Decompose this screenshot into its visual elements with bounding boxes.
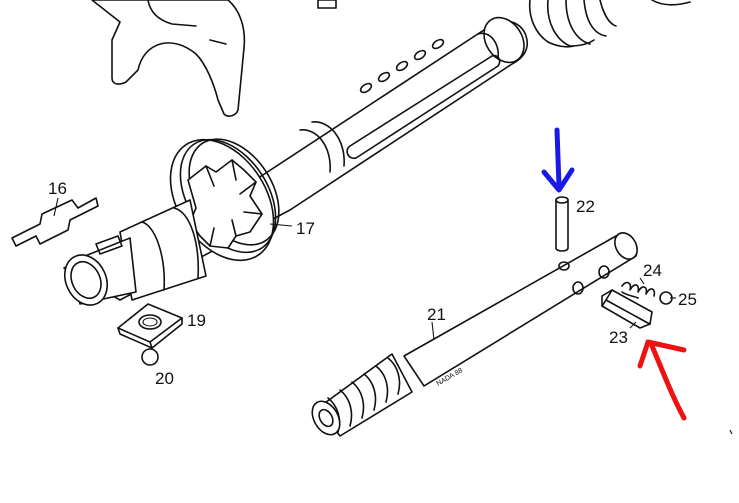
- label-19: 19: [187, 311, 206, 330]
- leader-24: [639, 277, 645, 285]
- label-20: 20: [155, 369, 174, 388]
- label-23: 23: [609, 328, 628, 347]
- retaining-ring: [651, 0, 691, 6]
- part-23-plunger: [601, 289, 653, 329]
- part-21-selector-shaft: NADA 88: [311, 232, 638, 437]
- speck: [729, 429, 733, 435]
- part-24-spring: [621, 281, 656, 299]
- label-22: 22: [576, 197, 595, 216]
- shift-fork: [91, 0, 337, 117]
- part-22-pin: [555, 196, 569, 252]
- leader-21: [431, 321, 435, 341]
- main-shaft: [63, 16, 528, 306]
- label-17: 17: [296, 219, 315, 238]
- leader-16: [53, 197, 59, 217]
- leader-23: [629, 321, 637, 329]
- red-arrow: [637, 339, 687, 421]
- coil-spring: [528, 0, 617, 48]
- part-16-key: [11, 197, 99, 247]
- label-25: 25: [678, 290, 697, 309]
- part-20-ball: [141, 348, 159, 366]
- label-24: 24: [643, 261, 662, 280]
- blue-arrow: [541, 127, 575, 193]
- part-19-washer: [117, 303, 183, 349]
- label-21: 21: [427, 305, 446, 324]
- leader-17: [269, 223, 293, 227]
- label-16: 16: [48, 179, 67, 198]
